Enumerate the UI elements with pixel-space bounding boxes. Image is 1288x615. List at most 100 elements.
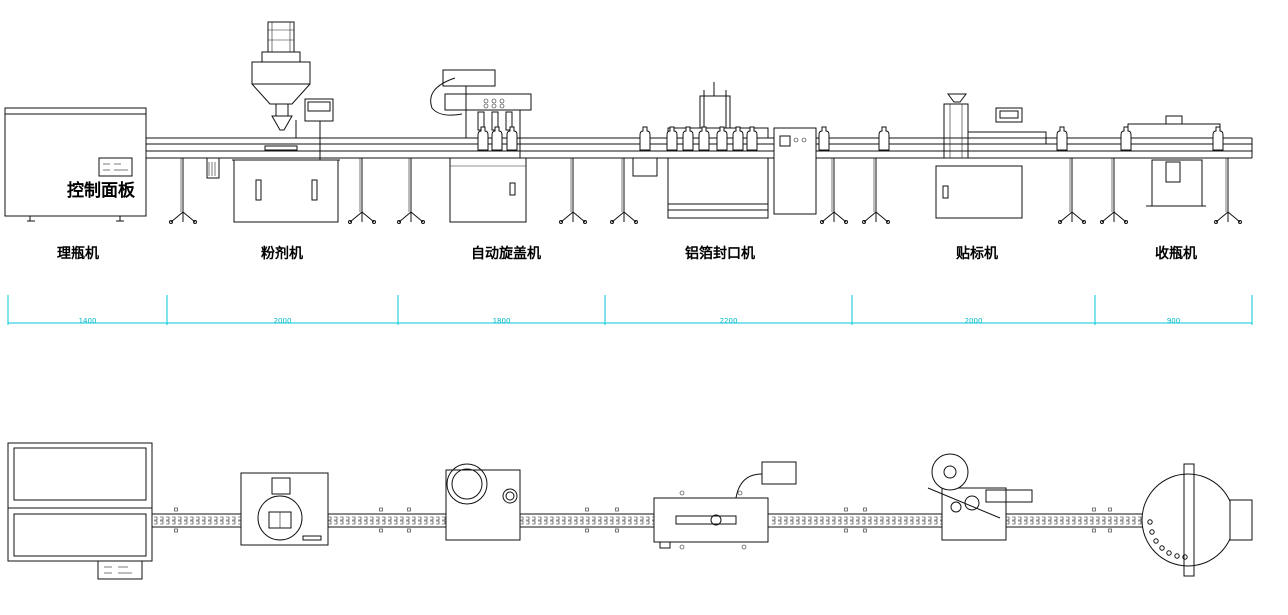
chain-link [334, 516, 338, 525]
bottle [477, 126, 489, 151]
chain-link [1066, 516, 1070, 525]
machine-label-bottle-unscrambler: 理瓶机 [57, 245, 99, 262]
rail-bolt [174, 528, 178, 533]
chain-link [346, 516, 350, 525]
bottle-collector-machine [1127, 115, 1221, 207]
stand-leg [1214, 158, 1242, 224]
chain-link [934, 516, 938, 525]
chain-link [1048, 516, 1052, 525]
collector-bottle-slot [1166, 550, 1172, 556]
bottle [698, 126, 710, 151]
chain-link [874, 516, 878, 525]
chain-link [532, 516, 536, 525]
machine-labels: 理瓶机粉剂机自动旋盖机铝箔封口机贴标机收瓶机 [57, 245, 1197, 262]
chain-link [568, 516, 572, 525]
chain-link [646, 516, 650, 525]
stand-leg [559, 158, 587, 224]
rail-bolt [844, 528, 848, 533]
chain-link [592, 516, 596, 525]
chain-link [388, 516, 392, 525]
collector-bottle-slot [1159, 545, 1165, 551]
bottle [506, 126, 518, 151]
chain-link [1138, 516, 1142, 525]
chain-link [844, 516, 848, 525]
rail-bolt [1108, 507, 1112, 512]
chain-link [430, 516, 434, 525]
chain-link [880, 516, 884, 525]
chain-link [826, 516, 830, 525]
chain-link [892, 516, 896, 525]
bottle [746, 126, 758, 151]
chain-link [172, 516, 176, 525]
control-panel-plan [7, 442, 153, 580]
bottle [732, 126, 744, 151]
chain-link [886, 516, 890, 525]
control-panel-cabinet [4, 107, 147, 222]
chain-link [190, 516, 194, 525]
chain-link [544, 516, 548, 525]
rail-bolt [407, 528, 411, 533]
chain-link [610, 516, 614, 525]
auto-capper-machine [430, 69, 532, 223]
chain-link [796, 516, 800, 525]
chain-link [604, 516, 608, 525]
dimension-label-auto-capper: 1800 [493, 317, 511, 325]
chain-link [862, 516, 866, 525]
bottle [1120, 126, 1132, 151]
chain-link [622, 516, 626, 525]
chain-link [868, 516, 872, 525]
bottle [878, 126, 890, 151]
chain-link [220, 516, 224, 525]
chain-link [436, 516, 440, 525]
powder-filler-machine [206, 21, 340, 223]
chain-link [1042, 516, 1046, 525]
bottle [491, 126, 503, 151]
chain-link [904, 516, 908, 525]
chain-link [784, 516, 788, 525]
chain-link [364, 516, 368, 525]
rail-bolt [1092, 507, 1096, 512]
chain-link [802, 516, 806, 525]
chain-link [1084, 516, 1088, 525]
stand-leg [348, 158, 376, 224]
chain-link [1072, 516, 1076, 525]
bottle [666, 126, 678, 151]
chain-link [598, 516, 602, 525]
rail-bolt [407, 507, 411, 512]
rail-bolt [863, 507, 867, 512]
rail-bolt [379, 528, 383, 533]
chain-link [898, 516, 902, 525]
chain-link [226, 516, 230, 525]
control-panel-label: 控制面板 [67, 180, 136, 201]
chain-link [628, 516, 632, 525]
chain-link [1132, 516, 1136, 525]
chain-link [538, 516, 542, 525]
powder-filler-plan [240, 472, 329, 546]
chain-link [640, 516, 644, 525]
chain-link [856, 516, 860, 525]
rail-bolt [585, 507, 589, 512]
machine-label-powder-filler: 粉剂机 [261, 245, 303, 262]
chain-link [778, 516, 782, 525]
rail-bolt [615, 528, 619, 533]
stand-leg [1100, 158, 1128, 224]
conveyor-stands [169, 158, 1242, 224]
dimension-label-powder-filler: 2000 [274, 317, 292, 325]
dimension-label-foil-sealer: 2200 [720, 317, 738, 325]
chain-link [1078, 516, 1082, 525]
stand-leg [1058, 158, 1086, 224]
chain-link [1018, 516, 1022, 525]
chain-link [916, 516, 920, 525]
labeler-machine [935, 93, 1047, 219]
bottle-collector-plan [1141, 463, 1253, 577]
chain-link [358, 516, 362, 525]
chain-link [196, 516, 200, 525]
stand-leg [397, 158, 425, 224]
labeler-plan [927, 453, 1033, 541]
chain-link [1096, 516, 1100, 525]
machine-label-foil-sealer: 铝箔封口机 [685, 245, 755, 262]
chain-link [412, 516, 416, 525]
chain-link [1036, 516, 1040, 525]
auto-capper-plan [445, 463, 521, 541]
chain-link [154, 516, 158, 525]
